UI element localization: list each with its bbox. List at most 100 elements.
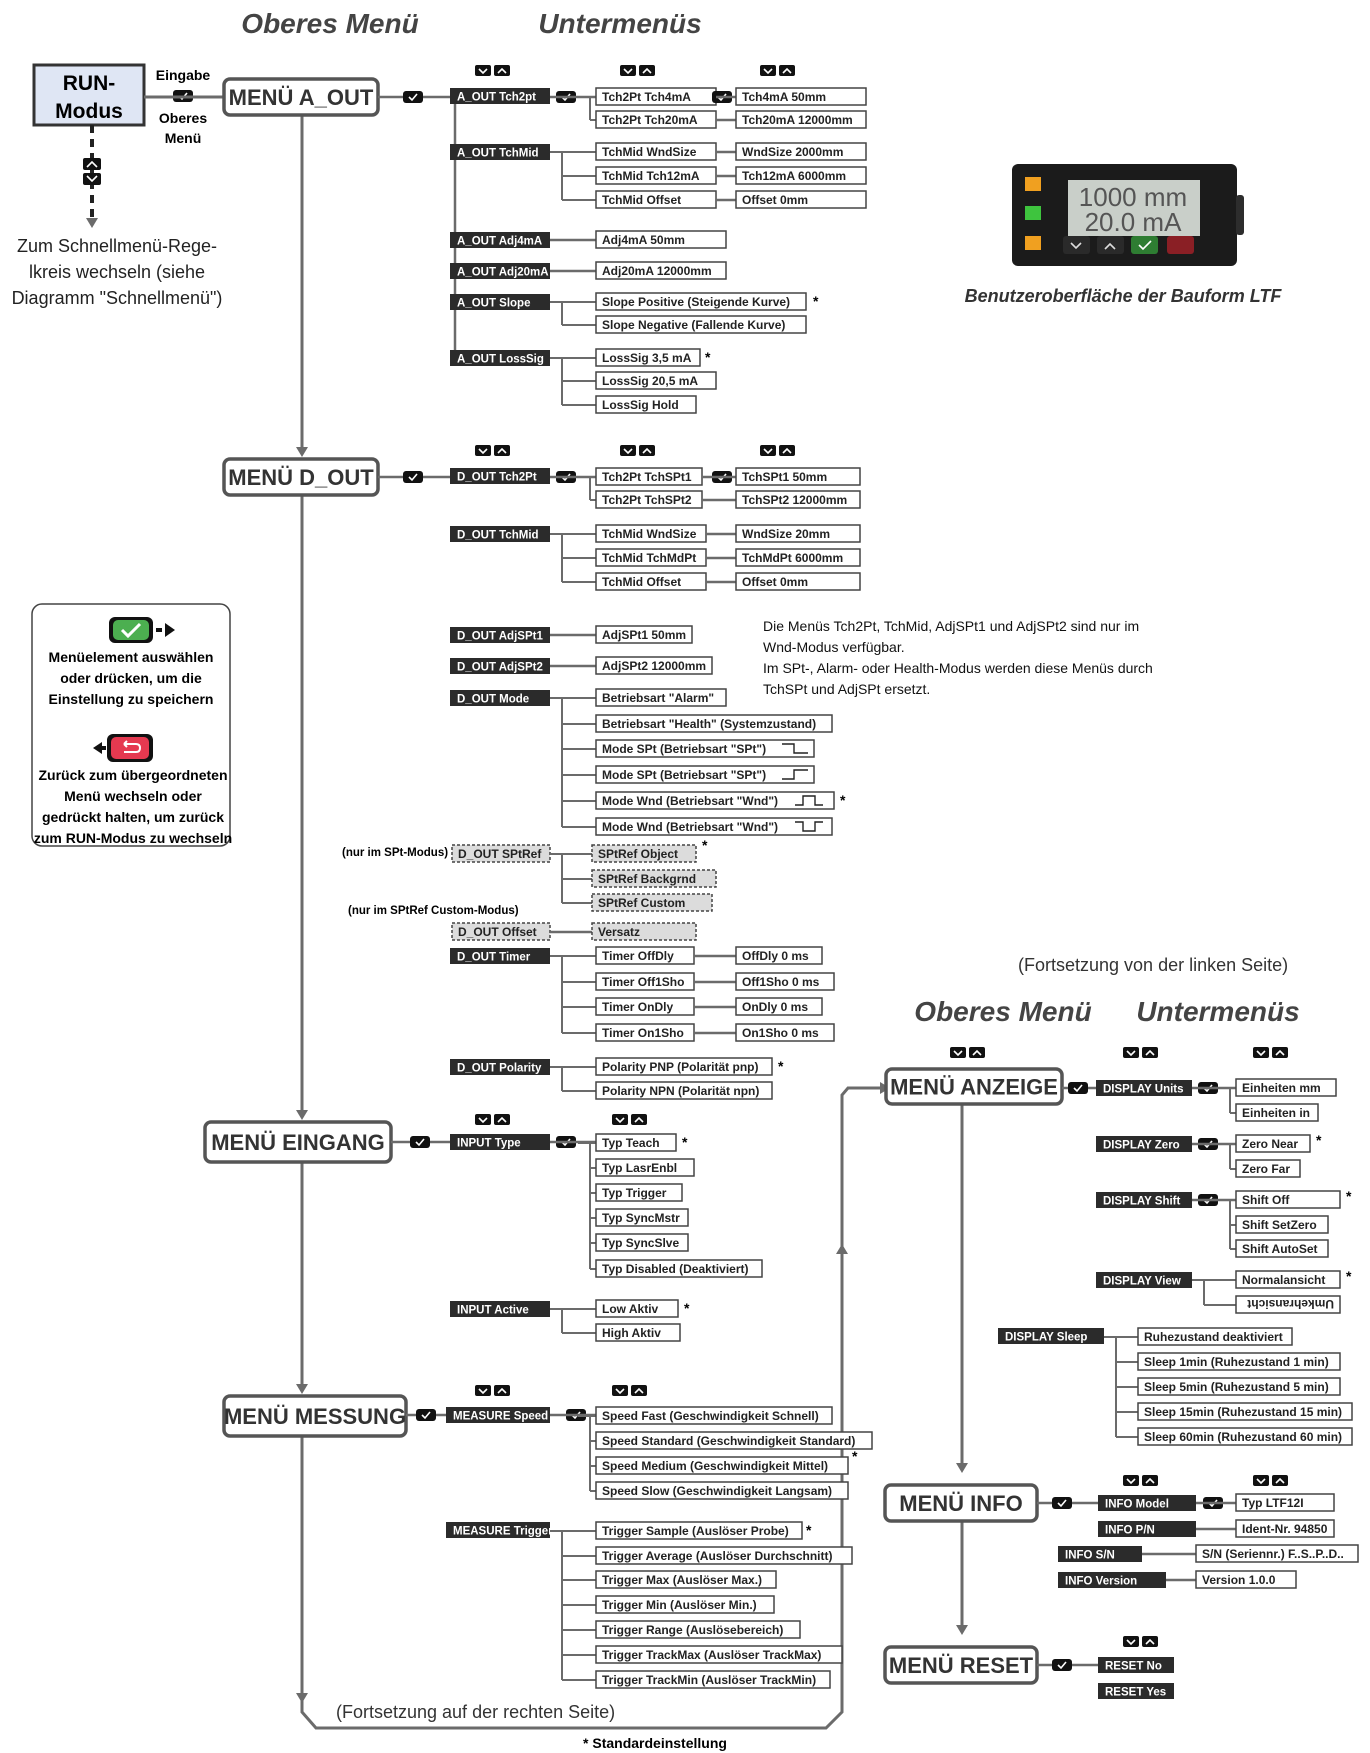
option-trigger-5[interactable]: Trigger TrackMax (Auslöser TrackMax) bbox=[595, 1645, 843, 1664]
option-tch2pt-4ma[interactable]: Tch2Pt Tch4mA bbox=[595, 87, 717, 106]
a-out-losssig[interactable]: A_OUT LossSig bbox=[450, 350, 550, 366]
a-out-slope[interactable]: A_OUT Slope bbox=[450, 294, 550, 310]
option-tchmid-offset[interactable]: TchMid Offset bbox=[595, 190, 717, 209]
info-model[interactable]: INFO Model bbox=[1098, 1495, 1196, 1511]
option-tchmid-tch12ma[interactable]: TchMid Tch12mA bbox=[595, 166, 717, 185]
d-out-offset[interactable]: D_OUT Offset bbox=[451, 922, 551, 941]
d-out-adjspt2[interactable]: D_OUT AdjSPt2 bbox=[450, 658, 550, 674]
input-active[interactable]: INPUT Active bbox=[450, 1301, 550, 1317]
option-mode-1[interactable]: Betriebsart "Health" (Systemzustand) bbox=[595, 714, 833, 733]
option-trigger-4[interactable]: Trigger Range (Auslösebereich) bbox=[595, 1620, 801, 1639]
option-sleep-2[interactable]: Sleep 5min (Ruhezustand 5 min) bbox=[1137, 1377, 1341, 1396]
option-sleep-4[interactable]: Sleep 60min (Ruhezustand 60 min) bbox=[1137, 1427, 1353, 1446]
option-sptref-backgrnd[interactable]: SPtRef Backgrnd bbox=[591, 869, 717, 888]
menu-messung[interactable]: MENÜ MESSUNG bbox=[222, 1394, 408, 1438]
value-adjspt2[interactable]: AdjSPt2 12000mm bbox=[595, 656, 713, 675]
option-tch2pt-20ma[interactable]: Tch2Pt Tch20mA bbox=[595, 110, 717, 129]
value-wndsize[interactable]: WndSize 2000mm bbox=[735, 142, 867, 161]
menu-anzeige[interactable]: MENÜ ANZEIGE bbox=[884, 1067, 1064, 1106]
info-version[interactable]: INFO Version bbox=[1058, 1572, 1166, 1588]
reset-no[interactable]: RESET No bbox=[1098, 1657, 1174, 1673]
option-sleep-0[interactable]: Ruhezustand deaktiviert bbox=[1137, 1327, 1293, 1346]
value-info-pn[interactable]: Ident-Nr. 94850 bbox=[1235, 1519, 1335, 1538]
option-mode-0[interactable]: Betriebsart "Alarm" bbox=[595, 688, 727, 707]
option-tchmid-wndsize[interactable]: TchMid WndSize bbox=[595, 524, 707, 543]
value-adj4ma[interactable]: Adj4mA 50mm bbox=[595, 230, 727, 249]
a-out-tchmid[interactable]: A_OUT TchMid bbox=[450, 144, 550, 160]
option-slope-positive[interactable]: Slope Positive (Steigende Kurve) bbox=[595, 292, 807, 311]
menu-info[interactable]: MENÜ INFO bbox=[883, 1483, 1039, 1523]
option-input-type-2[interactable]: Typ Trigger bbox=[595, 1183, 683, 1202]
value-timer-2[interactable]: OnDly 0 ms bbox=[735, 997, 823, 1016]
option-tchmid-offset[interactable]: TchMid Offset bbox=[595, 572, 707, 591]
display-shift[interactable]: DISPLAY Shift bbox=[1096, 1192, 1192, 1208]
option-sptref-object[interactable]: SPtRef Object bbox=[591, 844, 697, 863]
d-out-polarity[interactable]: D_OUT Polarity bbox=[450, 1059, 550, 1075]
option-mode-2[interactable]: Mode SPt (Betriebsart "SPt") bbox=[595, 739, 815, 758]
display-zero[interactable]: DISPLAY Zero bbox=[1096, 1136, 1192, 1152]
measure-trigger[interactable]: MEASURE Trigger bbox=[446, 1522, 553, 1538]
option-trigger-6[interactable]: Trigger TrackMin (Auslöser TrackMin) bbox=[595, 1670, 831, 1689]
value-timer-0[interactable]: OffDly 0 ms bbox=[735, 946, 823, 965]
option-speed-0[interactable]: Speed Fast (Geschwindigkeit Schnell) bbox=[595, 1406, 833, 1425]
d-out-sptref[interactable]: D_OUT SPtRef bbox=[451, 844, 551, 863]
reset-yes[interactable]: RESET Yes bbox=[1098, 1683, 1174, 1699]
option-shift-autoset[interactable]: Shift AutoSet bbox=[1235, 1239, 1329, 1258]
option-trigger-1[interactable]: Trigger Average (Auslöser Durchschnitt) bbox=[595, 1546, 853, 1565]
option-tch2pt-tchspt2[interactable]: Tch2Pt TchSPt2 bbox=[595, 490, 703, 509]
run-mode-box[interactable] bbox=[32, 63, 146, 127]
a-out-tch2pt[interactable]: A_OUT Tch2pt bbox=[450, 88, 550, 104]
display-sleep[interactable]: DISPLAY Sleep bbox=[998, 1328, 1104, 1344]
menu-eingang[interactable]: MENÜ EINGANG bbox=[203, 1120, 393, 1164]
option-sptref-custom[interactable]: SPtRef Custom bbox=[591, 893, 713, 912]
option-timer-3[interactable]: Timer On1Sho bbox=[595, 1023, 695, 1042]
option-trigger-3[interactable]: Trigger Min (Auslöser Min.) bbox=[595, 1595, 775, 1614]
option-slope-negative[interactable]: Slope Negative (Fallende Kurve) bbox=[595, 315, 807, 334]
option-input-type-3[interactable]: Typ SyncMstr bbox=[595, 1208, 689, 1227]
option-shift-setzero[interactable]: Shift SetZero bbox=[1235, 1215, 1329, 1234]
value-tchspt2[interactable]: TchSPt2 12000mm bbox=[735, 490, 861, 509]
option-normal-view[interactable]: Normalansicht bbox=[1235, 1270, 1341, 1289]
option-low-active[interactable]: Low Aktiv bbox=[595, 1299, 679, 1318]
option-timer-2[interactable]: Timer OnDly bbox=[595, 997, 695, 1016]
info-sn[interactable]: INFO S/N bbox=[1058, 1546, 1142, 1562]
option-units-mm[interactable]: Einheiten mm bbox=[1235, 1078, 1337, 1097]
option-input-type-0[interactable]: Typ Teach bbox=[595, 1133, 677, 1152]
option-high-active[interactable]: High Aktiv bbox=[595, 1323, 681, 1342]
value-timer-3[interactable]: On1Sho 0 ms bbox=[735, 1023, 835, 1042]
d-out-tchmid[interactable]: D_OUT TchMid bbox=[450, 526, 550, 542]
option-sleep-1[interactable]: Sleep 1min (Ruhezustand 1 min) bbox=[1137, 1352, 1341, 1371]
option-speed-2[interactable]: Speed Medium (Geschwindigkeit Mittel) bbox=[595, 1456, 849, 1475]
option-shift-off[interactable]: Shift Off bbox=[1235, 1190, 1341, 1209]
option-trigger-0[interactable]: Trigger Sample (Auslöser Probe) bbox=[595, 1521, 803, 1540]
option-speed-1[interactable]: Speed Standard (Geschwindigkeit Standard… bbox=[595, 1431, 873, 1450]
info-pn[interactable]: INFO P/N bbox=[1098, 1521, 1196, 1537]
a-out-adj4ma[interactable]: A_OUT Adj4mA bbox=[450, 232, 550, 248]
value-info-model[interactable]: Typ LTF12I bbox=[1235, 1493, 1335, 1512]
value-timer-1[interactable]: Off1Sho 0 ms bbox=[735, 972, 835, 991]
option-input-type-1[interactable]: Typ LasrEnbl bbox=[595, 1158, 695, 1177]
menu-a-out[interactable]: MENÜ A_OUT bbox=[222, 77, 380, 117]
option-speed-3[interactable]: Speed Slow (Geschwindigkeit Langsam) bbox=[595, 1481, 849, 1500]
option-losssig-3-5[interactable]: LossSig 3,5 mA bbox=[595, 348, 701, 367]
option-input-type-5[interactable]: Typ Disabled (Deaktiviert) bbox=[595, 1259, 763, 1278]
value-tchspt1[interactable]: TchSPt1 50mm bbox=[735, 467, 861, 486]
value-tch20ma[interactable]: Tch20mA 12000mm bbox=[735, 110, 867, 129]
value-info-sn[interactable]: S/N (Seriennr.) F..S..P..D.. bbox=[1195, 1544, 1359, 1563]
value-offset[interactable]: Offset 0mm bbox=[735, 572, 861, 591]
option-zero-near[interactable]: Zero Near bbox=[1235, 1134, 1311, 1153]
d-out-adjspt1[interactable]: D_OUT AdjSPt1 bbox=[450, 627, 550, 643]
display-units[interactable]: DISPLAY Units bbox=[1096, 1080, 1192, 1096]
option-inverted-view[interactable]: Umkehransicht bbox=[1235, 1295, 1341, 1314]
value-tch4ma[interactable]: Tch4mA 50mm bbox=[735, 87, 867, 106]
value-tch12ma[interactable]: Tch12mA 6000mm bbox=[735, 166, 867, 185]
d-out-timer[interactable]: D_OUT Timer bbox=[450, 948, 550, 964]
a-out-adj20ma[interactable]: A_OUT Adj20mA bbox=[450, 263, 550, 279]
menu-d-out[interactable]: MENÜ D_OUT bbox=[222, 457, 380, 497]
option-timer-0[interactable]: Timer OffDly bbox=[595, 946, 695, 965]
option-tchmid-wndsize[interactable]: TchMid WndSize bbox=[595, 142, 717, 161]
menu-reset[interactable]: MENÜ RESET bbox=[883, 1645, 1039, 1685]
measure-speed[interactable]: MEASURE Speed bbox=[446, 1407, 550, 1423]
option-mode-5[interactable]: Mode Wnd (Betriebsart "Wnd") bbox=[595, 817, 833, 836]
option-polarity-pnp[interactable]: Polarity PNP (Polarität pnp) bbox=[595, 1057, 773, 1076]
